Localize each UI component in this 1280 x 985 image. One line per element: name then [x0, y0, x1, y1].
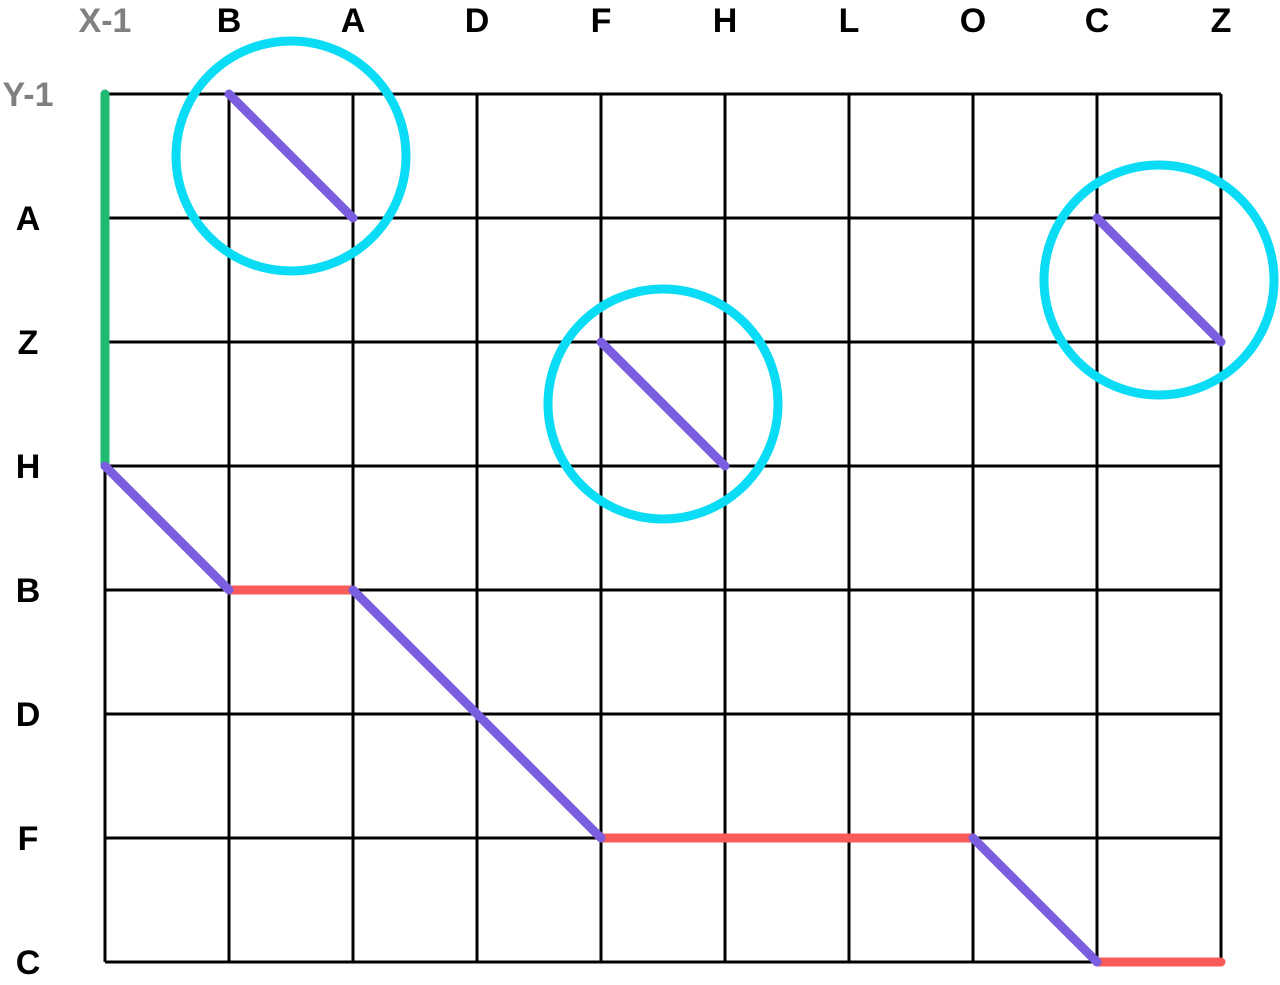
- highlight-circle: [543, 284, 783, 524]
- x-axis-labels: X-1 B A D F H L O C Z: [79, 2, 1232, 40]
- highlight-circle: [171, 36, 411, 276]
- diagonal-path-segment: [224, 89, 358, 223]
- x-axis-label: B: [217, 2, 242, 40]
- x-axis-label: D: [465, 2, 490, 40]
- x-axis-label: A: [341, 2, 366, 40]
- x-axis-label: F: [591, 2, 612, 40]
- diagonal-path-segment: [1092, 213, 1226, 347]
- diagonal-path-segment: [100, 461, 234, 595]
- y-axis-label: Z: [18, 324, 39, 362]
- x-axis-label: C: [1085, 2, 1110, 40]
- y-axis-label: B: [16, 572, 41, 610]
- highlight-circles: [171, 36, 1279, 524]
- y-axis-label: C: [16, 944, 41, 982]
- x-axis-label: O: [960, 2, 986, 40]
- diagonal-path-segment: [596, 337, 730, 471]
- y-axis-label: H: [16, 448, 41, 486]
- y-axis-origin-label: Y-1: [2, 76, 53, 114]
- y-axis-labels: Y-1A Z H B D F C: [2, 76, 53, 982]
- y-axis-label: D: [16, 696, 41, 734]
- diagonal-path-segment: [968, 833, 1102, 967]
- x-axis-origin-label: X-1: [79, 2, 132, 40]
- y-axis-label: F: [18, 820, 39, 858]
- x-axis-label: Z: [1211, 2, 1232, 40]
- x-axis-label: H: [713, 2, 738, 40]
- path-segments: [100, 89, 1226, 967]
- highlight-circle: [1039, 160, 1279, 400]
- x-axis-label: L: [839, 2, 860, 40]
- diagonal-path-segment: [348, 585, 606, 843]
- y-axis-label: A: [16, 200, 41, 238]
